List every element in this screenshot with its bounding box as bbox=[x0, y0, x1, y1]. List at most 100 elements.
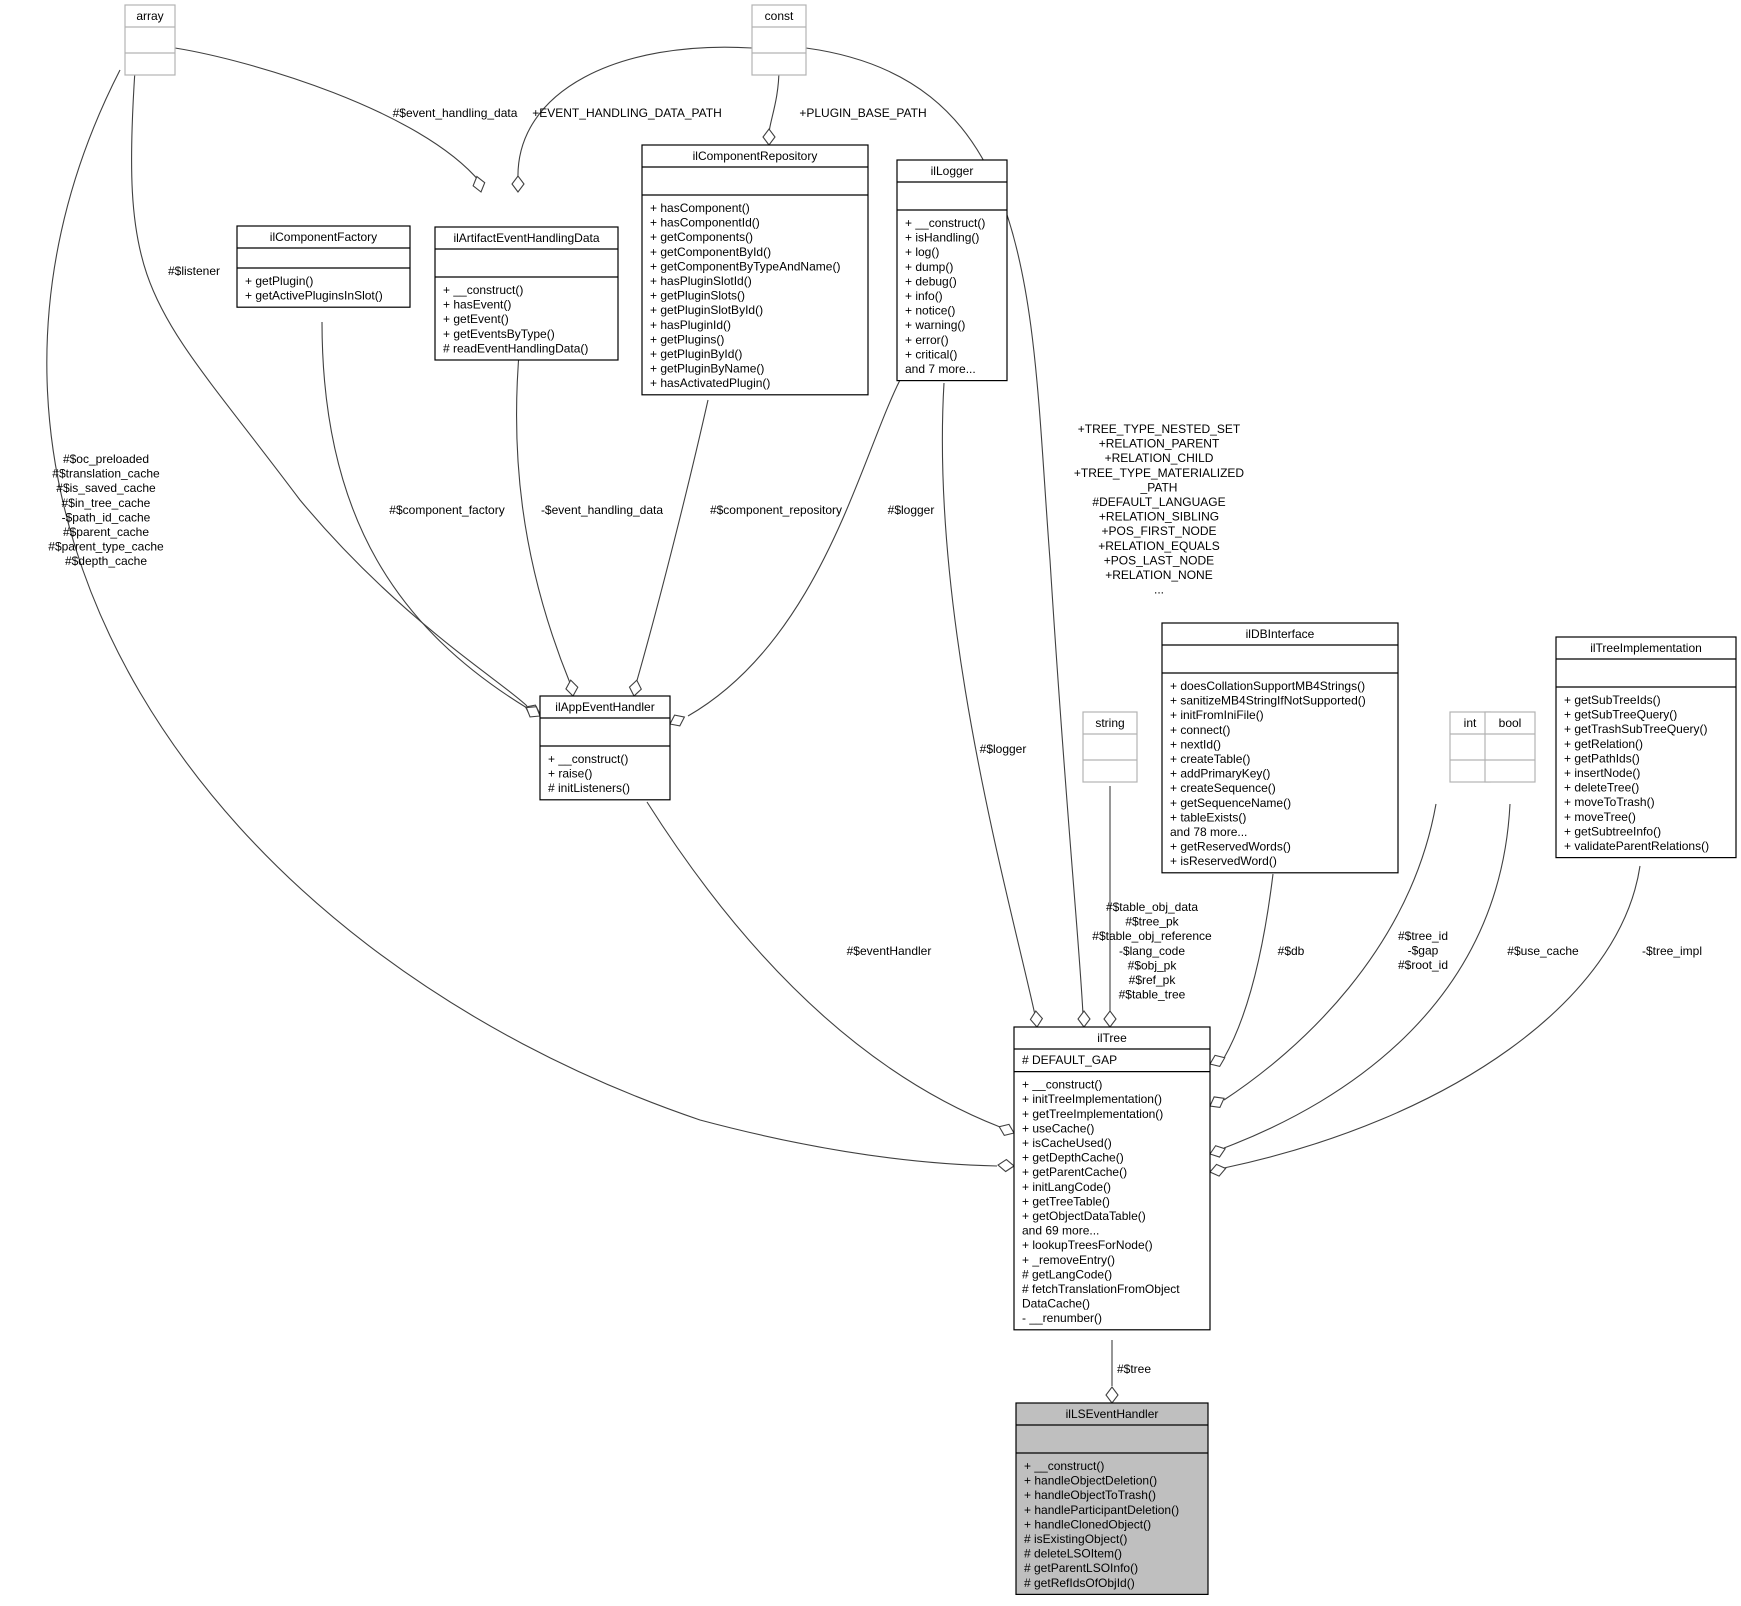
edge-label-line: +TREE_TYPE_NESTED_SET bbox=[1078, 422, 1241, 436]
edge-label-component-repository: #$component_repository bbox=[710, 503, 842, 517]
class-method: + log() bbox=[905, 245, 939, 259]
class-method: + hasComponentId() bbox=[650, 216, 760, 230]
class-method: and 78 more... bbox=[1170, 825, 1247, 839]
class-method: + nextId() bbox=[1170, 737, 1221, 751]
class-string: string bbox=[1082, 711, 1138, 783]
class-name: ilArtifactEventHandlingData bbox=[453, 231, 599, 245]
association-line bbox=[46, 69, 998, 1167]
const-tree-edge bbox=[805, 47, 1091, 1028]
class-method: + __construct() bbox=[548, 752, 628, 766]
edge-label-line: #$listener bbox=[168, 264, 220, 278]
class-method: + __construct() bbox=[443, 283, 523, 297]
aggregation-diamond-icon bbox=[1209, 1096, 1225, 1109]
class-name: bool bbox=[1499, 716, 1522, 730]
class-method: + handleClonedObject() bbox=[1024, 1517, 1151, 1531]
aggregation-diamond-icon bbox=[565, 679, 579, 697]
class-method: + __construct() bbox=[905, 216, 985, 230]
edge-labels-layer: #$event_handling_data+EVENT_HANDLING_DAT… bbox=[48, 106, 1702, 1376]
edge-label-line: #$db bbox=[1278, 944, 1305, 958]
class-method: + hasEvent() bbox=[443, 298, 511, 312]
edge-label-tree-impl: -$tree_impl bbox=[1642, 944, 1702, 958]
class-box bbox=[236, 225, 411, 308]
edge-label-line: -$event_handling_data bbox=[541, 503, 663, 517]
class-method: + createSequence() bbox=[1170, 781, 1276, 795]
edge-label-plugin-base-path: +PLUGIN_BASE_PATH bbox=[799, 106, 926, 120]
class-il-artifact-event-handling-data: ilArtifactEventHandlingData + __construct… bbox=[434, 226, 619, 361]
edge-label-const-tree: +TREE_TYPE_NESTED_SET+RELATION_PARENT+RE… bbox=[1074, 422, 1244, 597]
class-method: # getRefIdsOfObjId() bbox=[1024, 1576, 1135, 1590]
class-box bbox=[1015, 1402, 1209, 1595]
class-array: array bbox=[124, 4, 176, 76]
association-line bbox=[1223, 865, 1641, 1169]
class-int: int bbox=[1449, 711, 1491, 783]
edge-label-event-handling-data: #$event_handling_data bbox=[393, 106, 518, 120]
class-method: + hasActivatedPlugin() bbox=[650, 376, 770, 390]
class-method: + getDepthCache() bbox=[1022, 1151, 1124, 1165]
aggregation-diamond-icon bbox=[669, 714, 686, 727]
class-method: + getComponentByTypeAndName() bbox=[650, 259, 840, 273]
class-name: ilDBInterface bbox=[1246, 627, 1315, 641]
aggregation-diamond-icon bbox=[1209, 1054, 1226, 1068]
class-il-dbinterface: ilDBInterface+ doesCollationSupportMB4St… bbox=[1161, 622, 1399, 874]
edge-label-line: #$in_tree_cache bbox=[62, 496, 151, 510]
edge-label-line: #$eventHandler bbox=[847, 944, 932, 958]
event-handling-data-edge bbox=[174, 47, 486, 193]
edges-layer bbox=[46, 46, 1641, 1404]
class-box bbox=[1161, 622, 1399, 874]
class-method: + getSubtreeInfo() bbox=[1564, 824, 1661, 838]
edge-label-line: #$oc_preloaded bbox=[63, 452, 149, 466]
class-name: int bbox=[1464, 716, 1477, 730]
edge-label-line: -$tree_impl bbox=[1642, 944, 1702, 958]
class-method: + getParentCache() bbox=[1022, 1165, 1127, 1179]
use-cache-edge bbox=[1209, 803, 1511, 1158]
class-box bbox=[124, 4, 176, 76]
edge-label-line: #$tree_pk bbox=[1125, 915, 1179, 929]
class-method: + getSubTreeIds() bbox=[1564, 693, 1661, 707]
edge-label-line: #$logger bbox=[980, 742, 1027, 756]
class-name: ilLSEventHandler bbox=[1066, 1407, 1159, 1421]
class-method: + getReservedWords() bbox=[1170, 840, 1291, 854]
edge-label-line: -$gap bbox=[1408, 944, 1439, 958]
edge-label-string-tree: #$table_obj_data#$tree_pk#$table_obj_ref… bbox=[1092, 900, 1212, 1002]
tree-edge bbox=[1105, 1340, 1119, 1404]
class-method: # readEventHandlingData() bbox=[443, 341, 588, 355]
class-box bbox=[1555, 636, 1737, 859]
association-line bbox=[687, 379, 901, 717]
class-method: + initTreeImplementation() bbox=[1022, 1092, 1162, 1106]
edge-label-line: +RELATION_PARENT bbox=[1099, 437, 1220, 451]
aggregation-diamond-icon bbox=[525, 706, 541, 718]
class-box bbox=[896, 159, 1008, 382]
aggregation-diamond-icon bbox=[998, 1123, 1015, 1137]
class-il-component-factory: ilComponentFactory+ getPlugin()+ getActi… bbox=[236, 225, 411, 308]
class-method: - __renumber() bbox=[1022, 1311, 1102, 1325]
class-method: + hasPluginId() bbox=[650, 318, 731, 332]
class-name: ilComponentFactory bbox=[270, 230, 377, 244]
class-method: + notice() bbox=[905, 304, 955, 318]
classes-layer: array const string int bool ilComponentFactor… bbox=[124, 4, 1737, 1595]
edge-label-line: ... bbox=[1154, 583, 1164, 597]
aggregation-diamond-icon bbox=[1209, 1145, 1227, 1158]
edge-label-array-tree: #$oc_preloaded#$translation_cache#$is_sa… bbox=[48, 452, 164, 568]
aggregation-diamond-icon bbox=[997, 1158, 1015, 1173]
class-method: + isCacheUsed() bbox=[1022, 1136, 1112, 1150]
string-tree-edge bbox=[1103, 786, 1117, 1028]
class-method: # getLangCode() bbox=[1022, 1267, 1112, 1281]
class-method: + getEventsByType() bbox=[443, 327, 555, 341]
association-line bbox=[941, 382, 1036, 1016]
array-tree-edge bbox=[46, 69, 1015, 1173]
aggregation-diamond-icon bbox=[1105, 1386, 1119, 1404]
class-method: + getPluginById() bbox=[650, 347, 742, 361]
class-method: # getParentLSOInfo() bbox=[1024, 1561, 1138, 1575]
edge-label-line: #$parent_type_cache bbox=[48, 540, 164, 554]
class-const: const bbox=[751, 4, 807, 76]
class-method: + useCache() bbox=[1022, 1121, 1094, 1135]
edge-label-line: #$event_handling_data bbox=[393, 106, 518, 120]
edge-label-line: #$tree bbox=[1117, 1362, 1151, 1376]
edge-label-listener: #$listener bbox=[168, 264, 220, 278]
class-method: + getComponentById() bbox=[650, 245, 771, 259]
class-method: + getPluginSlots() bbox=[650, 289, 745, 303]
edge-label-line: #$root_id bbox=[1398, 958, 1448, 972]
edge-label-logger-tree: #$logger bbox=[980, 742, 1027, 756]
edge-label-line: #$use_cache bbox=[1507, 944, 1579, 958]
